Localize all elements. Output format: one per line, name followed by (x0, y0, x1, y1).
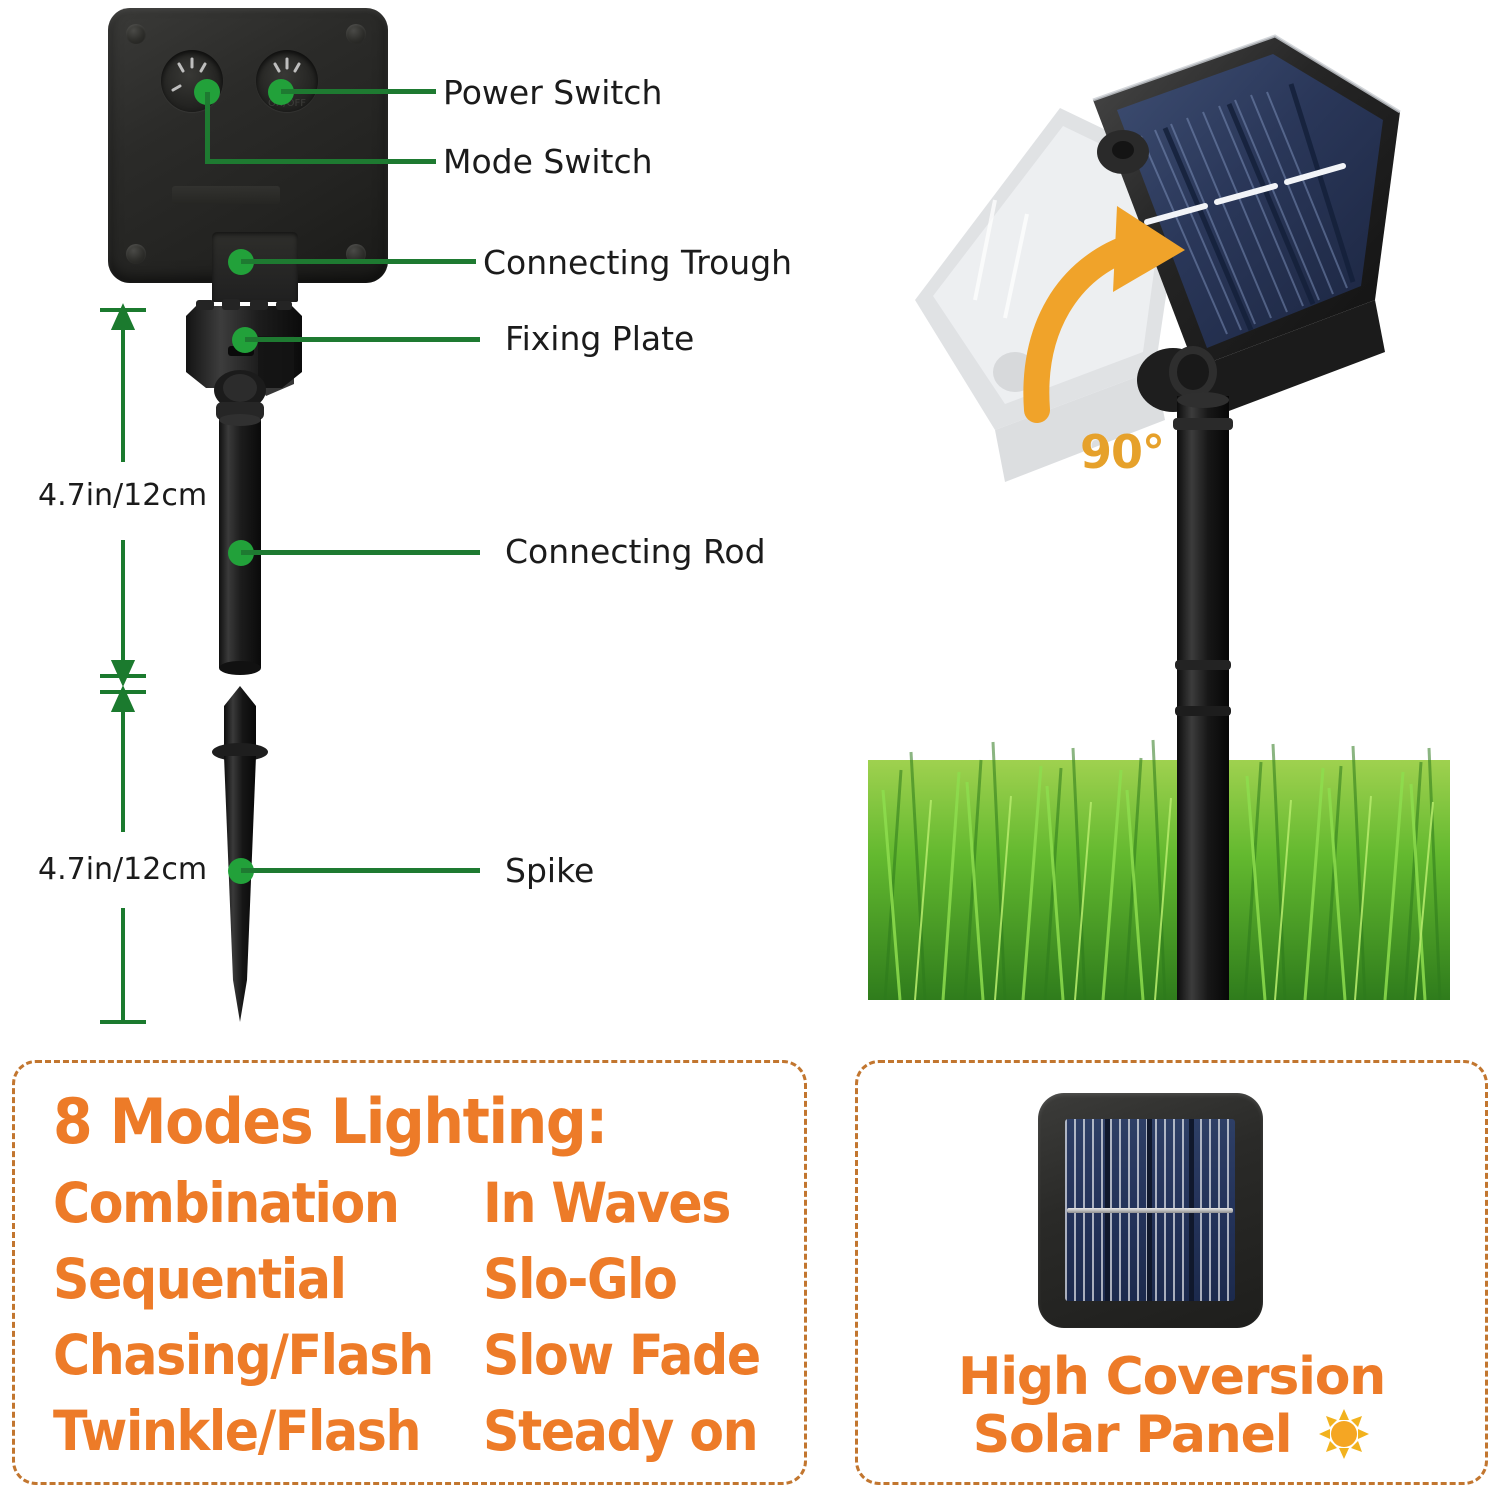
callout-line-power-switch (281, 89, 436, 94)
callout-line-spike (241, 868, 480, 873)
dimension-label-spike: 4.7in/12cm (38, 852, 208, 887)
solar-cell-array (1065, 1119, 1235, 1301)
modes-row: Sequential Slo-Glo (53, 1247, 783, 1323)
ghost-lamp-head (915, 108, 1185, 482)
grass-photo (868, 700, 1450, 1000)
product-diagram-panel: ON/OFF (0, 0, 840, 1045)
modes-row: Chasing/Flash Slow Fade (53, 1323, 783, 1399)
modes-lighting-card: 8 Modes Lighting: Combination In Waves S… (12, 1060, 807, 1485)
connecting-trough-slot (212, 232, 298, 302)
solar-busbar (1067, 1208, 1233, 1213)
callout-line-mode-switch (205, 159, 436, 164)
mode-switch-ticks-icon (171, 57, 207, 92)
lamp-head (1092, 34, 1401, 420)
callout-line-connecting-trough (241, 259, 476, 264)
mode-name: Slo-Glo (483, 1247, 678, 1311)
rotation-illustration (868, 34, 1450, 1000)
sun-icon (1318, 1408, 1370, 1472)
callout-label-connecting-trough: Connecting Trough (483, 243, 793, 282)
mode-name: Steady on (483, 1399, 759, 1463)
callout-label-mode-switch: Mode Switch (443, 142, 653, 181)
svg-text:ON/OFF: ON/OFF (268, 98, 306, 109)
mode-name: Combination (53, 1171, 400, 1235)
mode-name: Twinkle/Flash (53, 1399, 422, 1463)
solar-panel-photo (1038, 1093, 1263, 1328)
solar-caption-line2: Solar Panel (972, 1405, 1293, 1466)
solar-panel-caption: High Coversion Solar Panel (858, 1348, 1485, 1472)
callout-label-power-switch: Power Switch (443, 73, 663, 112)
callout-label-spike: Spike (505, 851, 595, 890)
rotation-arrow-icon (1023, 206, 1185, 423)
rotation-angle-label: 90° (1080, 425, 1165, 479)
callout-label-fixing-plate: Fixing Plate (505, 319, 695, 358)
callout-vline-mode-switch (205, 92, 210, 164)
solar-caption-line1: High Coversion (957, 1347, 1386, 1407)
screw-icon (346, 24, 366, 44)
screw-icon (126, 24, 146, 44)
dimension-label-rod: 4.7in/12cm (38, 478, 208, 513)
modes-list: Combination In Waves Sequential Slo-Glo … (53, 1171, 783, 1475)
callout-line-fixing-plate (245, 337, 480, 342)
modes-row: Combination In Waves (53, 1171, 783, 1247)
callout-label-connecting-rod: Connecting Rod (505, 532, 766, 571)
mounting-pole (1173, 392, 1233, 726)
fixing-plate-part (186, 299, 302, 410)
battery-label-emboss (172, 186, 280, 204)
rotation-photo-panel: 90° (855, 0, 1500, 1020)
modes-card-title: 8 Modes Lighting: (53, 1085, 608, 1158)
solar-panel-card: High Coversion Solar Panel (855, 1060, 1488, 1485)
screw-icon (126, 244, 146, 264)
spike-part (212, 686, 268, 1022)
mode-name: Sequential (53, 1247, 347, 1311)
dimension-markers (100, 303, 146, 1024)
mode-name: In Waves (483, 1171, 731, 1235)
mode-name: Chasing/Flash (53, 1323, 434, 1387)
callout-line-connecting-rod (241, 550, 480, 555)
modes-row: Twinkle/Flash Steady on (53, 1399, 783, 1475)
mode-name: Slow Fade (483, 1323, 761, 1387)
power-switch-ticks-icon: ON/OFF (268, 57, 306, 109)
